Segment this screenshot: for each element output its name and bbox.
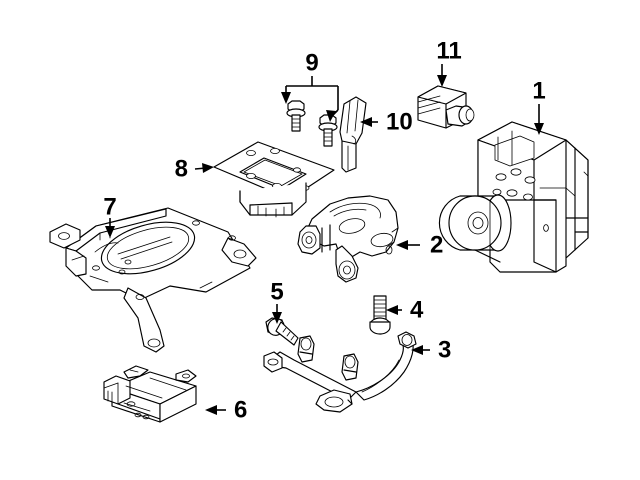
callout-3-leader <box>411 345 430 355</box>
callout-11-label: 11 <box>436 37 461 64</box>
callout-10-label: 10 <box>386 108 413 135</box>
part-mounting-stud-bolt[interactable] <box>369 295 391 335</box>
part-yaw-rate-sensor[interactable] <box>417 85 475 129</box>
callout-7-label: 7 <box>103 193 116 220</box>
callout-6-label: 6 <box>234 396 247 423</box>
part-abs-control-module-ecu[interactable] <box>103 365 197 423</box>
callout-10-leader <box>360 117 378 127</box>
callout-5-label: 5 <box>270 278 283 305</box>
callout-9-label: 9 <box>305 49 318 76</box>
part-hex-flange-bolt-upper[interactable] <box>286 100 306 132</box>
part-abs-modulator-mounting-bracket[interactable] <box>297 195 399 283</box>
part-hex-flange-bolt-diagonal[interactable] <box>265 315 299 346</box>
callout-1-leader <box>534 104 544 135</box>
part-mounting-plate-insulator[interactable] <box>213 141 335 218</box>
callout-1-label: 1 <box>532 77 545 104</box>
part-sensor-mounting-bracket-wedge[interactable] <box>339 96 367 173</box>
part-abs-support-stay-bracket[interactable] <box>263 331 417 413</box>
callout-8-leader <box>194 163 214 173</box>
callout-7-leader <box>105 218 115 238</box>
callout-11-leader <box>437 64 447 87</box>
callout-4-leader <box>386 305 402 315</box>
callout-2-label: 2 <box>430 231 443 258</box>
callout-8-label: 8 <box>175 155 188 182</box>
callout-5-leader <box>272 304 282 324</box>
callout-3-label: 3 <box>438 336 451 363</box>
callout-4-label: 4 <box>410 296 424 323</box>
part-abs-hydraulic-modulator-assembly[interactable] <box>438 121 589 273</box>
callout-2-leader <box>396 240 420 250</box>
callout-6-leader <box>205 405 226 415</box>
callout-9-leader <box>281 76 339 122</box>
